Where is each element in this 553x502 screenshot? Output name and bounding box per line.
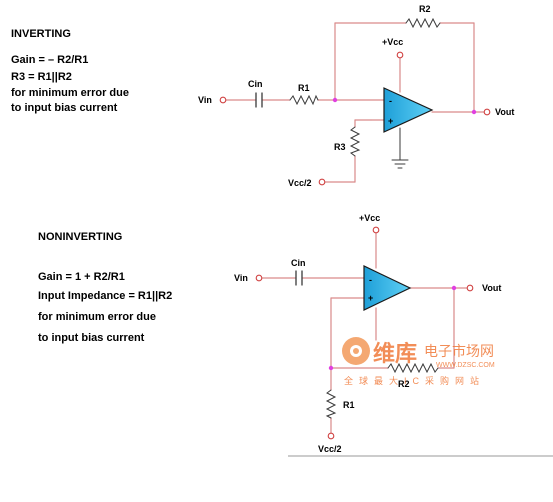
inverting-plus-sign: + [388, 116, 393, 126]
noninverting-r1-label: R1 [343, 400, 355, 410]
inverting-gain-text: Gain = – R2/R1 [11, 54, 89, 66]
inverting-vout-terminal [483, 108, 491, 116]
noninverting-gain-text: Gain = 1 + R2/R1 [38, 271, 125, 283]
watermark-url: WWW.DZSC.COM [436, 362, 495, 369]
noninverting-vout-terminal [466, 284, 474, 292]
inverting-junction-node [332, 97, 338, 103]
noninverting-impedance-text: Input Impedance = R1||R2 [38, 290, 173, 302]
inverting-wires [225, 22, 485, 183]
watermark: 维库 电子市场网 WWW.DZSC.COM 全球最大IC采购网站 [342, 337, 495, 386]
noninverting-vcc-label: +Vcc [359, 213, 380, 223]
inverting-r3-text: R3 = R1||R2 [11, 71, 72, 83]
noninverting-vcc-half-label: Vcc/2 [318, 444, 342, 454]
noninverting-r1-resistor [325, 389, 337, 419]
inverting-title: INVERTING [11, 28, 71, 40]
inverting-r1-label: R1 [298, 83, 310, 93]
noninverting-minus-sign: - [369, 275, 372, 285]
noninverting-note-line1: for minimum error due [38, 311, 156, 323]
watermark-logo-icon [342, 337, 370, 365]
watermark-slogan: 全球最大IC采购网站 [344, 375, 485, 386]
inverting-output-node [471, 109, 477, 115]
inverting-cin-capacitor [255, 92, 263, 108]
noninverting-cin-label: Cin [291, 258, 306, 268]
inverting-r2-resistor [405, 17, 441, 29]
inverting-r1-resistor [289, 94, 319, 106]
inverting-vcc-terminal [396, 51, 404, 59]
inverting-circuit [219, 17, 491, 186]
noninverting-circuit [255, 226, 474, 440]
inverting-minus-sign: - [389, 96, 392, 106]
inverting-r3-resistor [349, 126, 361, 157]
inverting-vin-label: Vin [198, 95, 212, 105]
noninverting-note-line2: to input bias current [38, 332, 145, 344]
inverting-r3-label: R3 [334, 142, 346, 152]
watermark-brand: 维库 [373, 341, 417, 366]
inverting-vcc-half-label: Vcc/2 [288, 178, 312, 188]
noninverting-vout-label: Vout [482, 283, 501, 293]
noninverting-opamp [363, 265, 412, 311]
inverting-cin-label: Cin [248, 79, 263, 89]
inverting-ground-symbol [391, 127, 409, 169]
noninverting-title: NONINVERTING [38, 231, 123, 243]
inverting-note-line2: to input bias current [11, 102, 118, 114]
noninverting-feedback-node [328, 365, 334, 371]
noninverting-vin-label: Vin [234, 273, 248, 283]
watermark-subtitle: 电子市场网 [424, 343, 494, 359]
noninverting-vcc-terminal [372, 226, 380, 234]
noninverting-r2-resistor [387, 362, 439, 374]
inverting-vcc-label: +Vcc [382, 37, 403, 47]
inverting-note-line1: for minimum error due [11, 87, 129, 99]
noninverting-plus-sign: + [368, 293, 373, 303]
noninverting-cin-capacitor [295, 270, 303, 286]
noninverting-wires [261, 232, 468, 434]
inverting-vout-label: Vout [495, 107, 514, 117]
inverting-vcc-half-terminal [318, 178, 326, 186]
noninverting-r2-label: R2 [398, 379, 410, 389]
inverting-opamp [383, 87, 434, 133]
inverting-vin-terminal [219, 96, 227, 104]
noninverting-vin-terminal [255, 274, 263, 282]
noninverting-output-node [451, 285, 457, 291]
noninverting-vcc-half-terminal [327, 432, 335, 440]
inverting-r2-label: R2 [419, 4, 431, 14]
